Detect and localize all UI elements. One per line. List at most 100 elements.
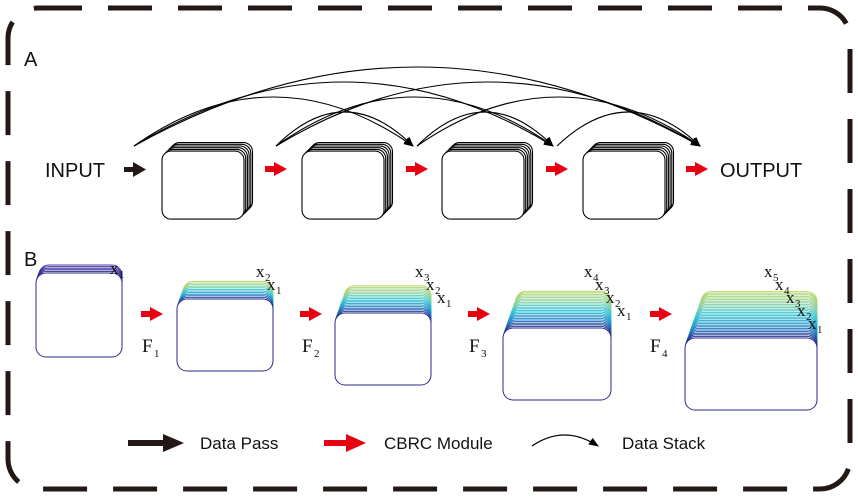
legend-data-stack: Data Stack xyxy=(531,434,706,453)
data-stack-arc xyxy=(133,81,554,147)
stack-label-subscript: 1 xyxy=(276,285,282,297)
dense-feature-stack xyxy=(176,280,274,372)
stack-label: x xyxy=(595,275,604,294)
feature-stack xyxy=(441,142,534,220)
legend-cbrc-module-label: CBRC Module xyxy=(384,434,493,453)
stack-label: x xyxy=(584,262,593,281)
stack-label-subscript: 1 xyxy=(817,324,823,336)
feature-map xyxy=(301,150,385,220)
panel-a-arrows xyxy=(124,162,708,177)
data-stack-arc xyxy=(133,96,414,147)
stack-label: x xyxy=(775,275,784,294)
stack-label-subscript: 4 xyxy=(593,272,599,284)
feature-stack xyxy=(582,142,675,220)
stack-label-subscript: 4 xyxy=(784,285,790,297)
data-pass-arrow xyxy=(124,162,146,177)
red-arrow-head xyxy=(346,434,366,452)
stack-label-subscript: 2 xyxy=(265,272,271,284)
feature-map xyxy=(502,327,612,401)
panel-a: INPUT OUTPUT xyxy=(45,66,802,220)
data-stack-arc xyxy=(275,96,554,147)
function-subscript: 1 xyxy=(154,348,160,360)
panel-b-label: B xyxy=(24,249,37,271)
data-stack-arcs xyxy=(133,66,701,147)
cbrc-module-arrow xyxy=(300,307,322,321)
stack-label-subscript: 3 xyxy=(795,298,801,310)
stack-label-subscript: 2 xyxy=(435,285,441,297)
stack-label-subscript: 3 xyxy=(604,285,610,297)
function-letter: F xyxy=(142,336,153,357)
data-stack-arc xyxy=(275,111,414,147)
cbrc-module-arrow xyxy=(468,307,490,321)
dense-feature-stack xyxy=(684,291,818,411)
dense-feature-stack xyxy=(35,264,123,358)
panel-a-stacks xyxy=(161,142,675,220)
feature-stack xyxy=(161,142,254,220)
feature-map xyxy=(441,150,525,220)
feature-map xyxy=(161,150,245,220)
stack-label: x xyxy=(256,262,265,281)
stack-label: x xyxy=(415,262,424,281)
stack-label: x xyxy=(797,301,806,320)
cbrc-module-arrow xyxy=(141,307,163,321)
feature-map xyxy=(684,337,818,411)
input-label: INPUT xyxy=(45,160,105,182)
cbrc-module-arrow xyxy=(650,307,672,321)
black-arrow-head xyxy=(163,434,184,452)
stack-label: x xyxy=(617,301,626,320)
feature-map xyxy=(582,150,666,220)
dense-feature-stack xyxy=(502,290,612,401)
stack-label: x xyxy=(764,262,773,281)
output-label: OUTPUT xyxy=(720,160,802,182)
feature-map xyxy=(334,312,432,386)
data-stack-arc xyxy=(556,111,701,147)
stack-label: x xyxy=(786,288,795,307)
panel-b-arrows xyxy=(141,307,672,321)
legend-data-stack-label: Data Stack xyxy=(622,434,706,453)
stack-label: x xyxy=(808,314,817,333)
outer-dashed-frame xyxy=(5,5,853,492)
feature-stack xyxy=(301,142,394,220)
legend-cbrc-module: CBRC Module xyxy=(324,434,493,453)
dense-feature-stack xyxy=(334,285,432,386)
stack-label: x xyxy=(606,288,615,307)
stack-label-subscript: 2 xyxy=(806,311,812,323)
stack-label: x xyxy=(426,275,435,294)
data-stack-arc xyxy=(416,96,701,147)
data-stack-arc xyxy=(416,111,554,147)
function-subscript: 4 xyxy=(662,348,668,360)
function-letter: F xyxy=(469,336,480,357)
cbrc-module-arrow xyxy=(265,162,287,176)
cbrc-module-arrow xyxy=(546,162,568,176)
panel-b-stacks xyxy=(35,264,818,411)
feature-map xyxy=(35,272,123,358)
cbrc-module-arrow xyxy=(686,162,708,176)
stack-label-subscript: 1 xyxy=(626,311,632,323)
black-arrow-shaft xyxy=(128,440,166,446)
panel-a-label: A xyxy=(24,49,38,71)
data-stack-arc xyxy=(133,66,701,147)
red-arrow-shaft xyxy=(324,440,348,446)
legend-data-pass: Data Pass xyxy=(128,434,278,453)
function-letter: F xyxy=(650,336,661,357)
legend: Data Pass CBRC Module Data Stack xyxy=(128,434,706,453)
stack-label: x xyxy=(437,288,446,307)
stack-label-subscript: 2 xyxy=(615,298,621,310)
data-stack-arc xyxy=(275,81,701,147)
curved-arrow xyxy=(531,434,599,447)
stack-label-subscript: 1 xyxy=(119,269,125,281)
stack-label-subscript: 5 xyxy=(773,272,779,284)
stack-label: x xyxy=(267,275,276,294)
stack-label-subscript: 3 xyxy=(424,272,430,284)
function-letter: F xyxy=(302,336,313,357)
